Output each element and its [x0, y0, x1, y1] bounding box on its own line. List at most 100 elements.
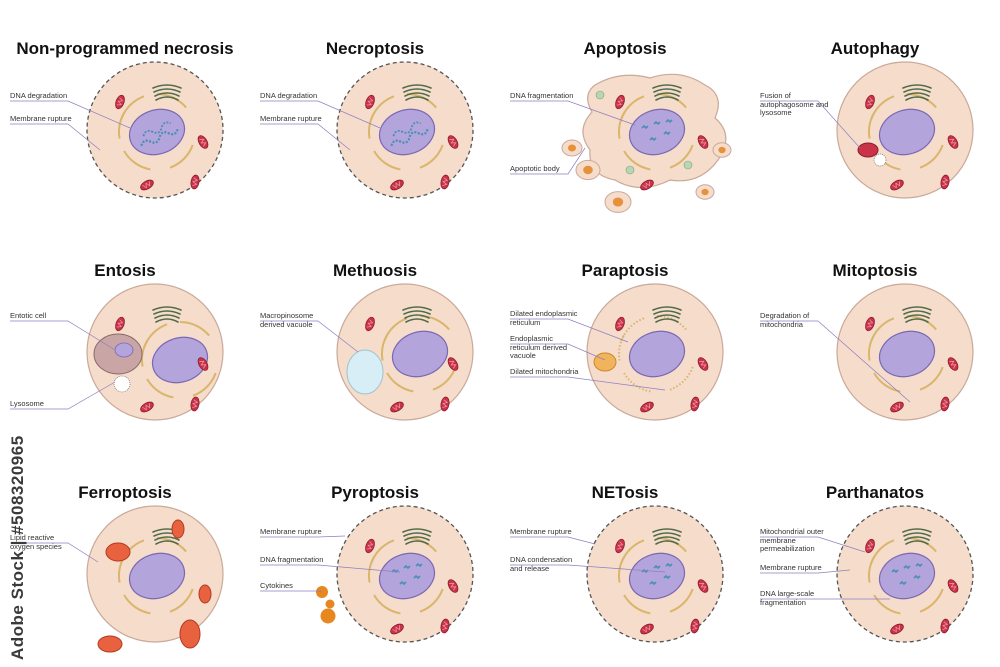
- leader-line: [510, 100, 636, 126]
- label-fusion-of-autophagosome-and-lysosome: Fusion of autophagosome and lysosome: [760, 91, 829, 117]
- panel-title: Pyroptosis: [331, 483, 419, 502]
- golgi-apparatus: [152, 84, 182, 101]
- apoptotic-body-content: [718, 146, 726, 154]
- label-dilated-mitochondria: Dilated mitochondria: [510, 367, 579, 376]
- dna-fragment: [415, 562, 423, 568]
- nucleus: [878, 108, 936, 156]
- label-dilated-endoplasmic-reticulum: Dilated endoplasmic reticulum: [510, 309, 578, 327]
- mitochondrion: [440, 396, 450, 412]
- mitochondrion: [140, 401, 154, 413]
- mitochondrion: [940, 396, 950, 412]
- mitochondrion: [947, 135, 959, 149]
- golgi-apparatus: [402, 528, 432, 545]
- leader-line: [760, 569, 851, 574]
- mitochondrion: [197, 357, 209, 371]
- mitochondrion: [365, 316, 375, 332]
- label-mitochondrial-outer-membrane-permeabilization: Mitochondrial outer membrane permeabiliz…: [760, 527, 824, 553]
- leader-line: [10, 100, 131, 129]
- nucleus: [391, 330, 449, 378]
- label-dna-degradation: DNA degradation: [10, 91, 68, 100]
- label-membrane-rupture: Membrane rupture: [260, 114, 322, 123]
- mitochondrion: [390, 623, 404, 635]
- golgi-apparatus: [652, 306, 682, 323]
- mitochondrion: [690, 618, 700, 634]
- mitochondrion: [865, 94, 875, 110]
- cell-illustration: [10, 61, 224, 199]
- mitochondrion: [615, 538, 625, 554]
- vesicle: [683, 160, 693, 170]
- golgi-apparatus: [902, 306, 932, 323]
- label-dna-fragmentation: DNA fragmentation: [260, 555, 324, 564]
- leader-line: [10, 542, 99, 563]
- watermark: Adobe Stock | #508320965: [8, 435, 27, 660]
- mitochondrion: [690, 396, 700, 412]
- panel-title: Entosis: [94, 261, 156, 280]
- leader-line: [510, 564, 666, 573]
- mitochondrion: [365, 94, 375, 110]
- leader-line: [260, 100, 381, 129]
- leader-line: [510, 376, 666, 391]
- er-derived-vacuole: [593, 352, 617, 372]
- panel-title: Autophagy: [830, 39, 920, 58]
- mitochondrion: [447, 579, 459, 593]
- dna-fragment: [665, 562, 673, 568]
- apoptotic-body-content: [568, 144, 576, 152]
- label-entotic-cell: Entotic cell: [10, 311, 47, 320]
- cell-illustration: [760, 283, 974, 421]
- nucleus: [151, 336, 209, 384]
- label-membrane-rupture: Membrane rupture: [10, 114, 72, 123]
- label-membrane-rupture: Membrane rupture: [260, 527, 322, 536]
- entotic-cell-nucleus: [114, 342, 134, 358]
- panel-parthanatos: Mitochondrial outer membrane permeabiliz…: [750, 444, 1000, 666]
- golgi-apparatus: [652, 84, 682, 101]
- vesicle: [625, 165, 635, 175]
- panel-title: Necroptosis: [325, 39, 425, 58]
- cell-illustration: [260, 505, 474, 643]
- panel-title: Mitoptosis: [832, 261, 918, 280]
- dna-fragment: [653, 120, 661, 126]
- panel-title: Non-programmed necrosis: [16, 39, 234, 58]
- nucleus: [878, 552, 936, 600]
- dna-fragment: [649, 136, 657, 142]
- mitochondrion: [940, 618, 950, 634]
- mitochondrion: [190, 396, 200, 412]
- mitochondrion: [197, 135, 209, 149]
- label-endoplasmic-reticulum-derived-vacuole: Endoplasmic reticulum derived vacuole: [510, 334, 568, 360]
- leader-line: [510, 147, 586, 175]
- label-macropinosome-derived-vacuole: Macropinosome derived vacuole: [260, 311, 314, 329]
- mitochondrion: [447, 357, 459, 371]
- nucleus: [878, 330, 936, 378]
- vesicle: [595, 90, 605, 100]
- mitochondrion: [440, 618, 450, 634]
- cell-illustration: [510, 505, 724, 643]
- leader-line: [510, 536, 596, 545]
- mitochondrion: [140, 179, 154, 191]
- mitochondrion: [940, 174, 950, 190]
- label-cytokines: Cytokines: [260, 581, 293, 590]
- nucleus: [378, 552, 436, 600]
- apoptotic-body-content: [701, 188, 709, 196]
- dna-fragment: [913, 574, 921, 580]
- panel-title: NETosis: [591, 483, 659, 502]
- label-lysosome: Lysosome: [10, 399, 44, 408]
- mitochondrion: [365, 538, 375, 554]
- leader-line: [10, 123, 101, 151]
- lipid-ros-spot: [179, 619, 201, 649]
- cell-illustration: [10, 505, 224, 653]
- nucleus: [128, 108, 186, 156]
- mitochondrion: [947, 579, 959, 593]
- dna-strand: [140, 128, 179, 147]
- mitochondrion: [640, 179, 654, 191]
- endoplasmic-reticulum: [141, 321, 217, 399]
- dna-fragment: [915, 562, 923, 568]
- lipid-ros-spot: [171, 519, 185, 539]
- label-dna-large-scale-fragmentation: DNA large-scale fragmentation: [760, 589, 815, 607]
- panel-title: Apoptosis: [583, 39, 667, 58]
- mitochondrion: [390, 179, 404, 191]
